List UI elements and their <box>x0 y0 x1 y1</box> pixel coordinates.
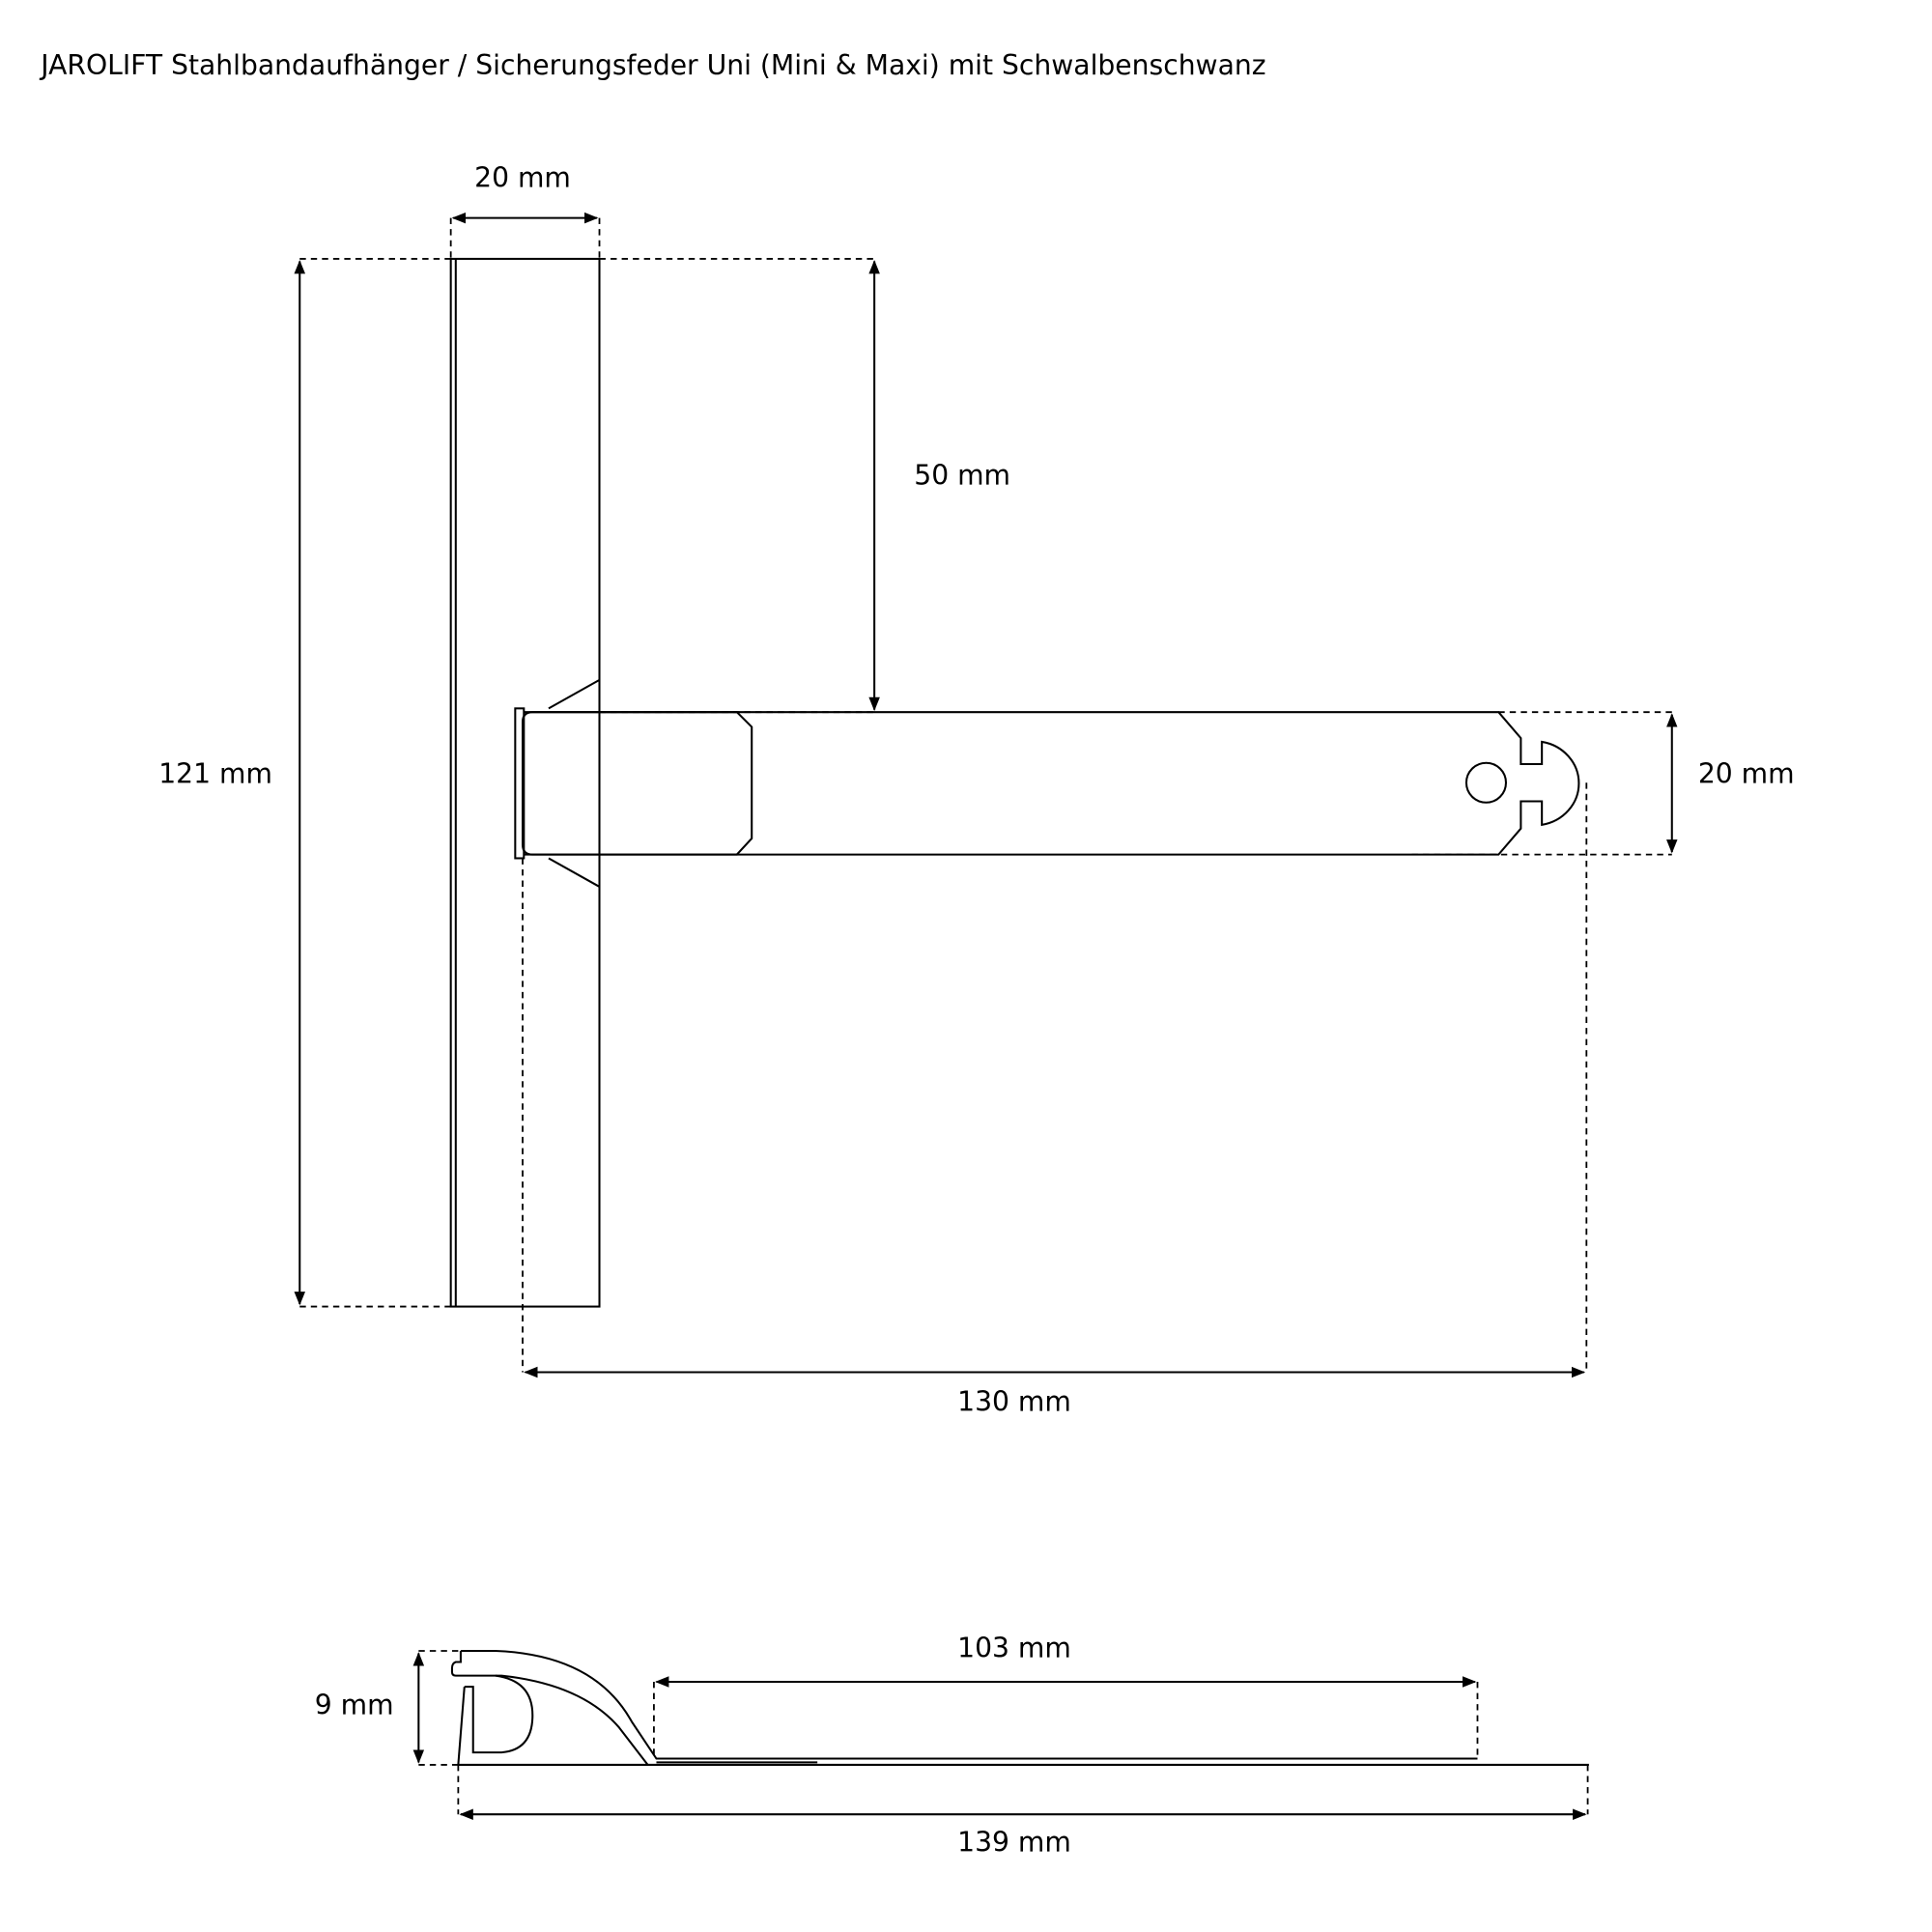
side-view: 9 mm 103 mm 139 mm <box>315 1632 1589 1859</box>
dim-top-width-extension <box>449 217 601 259</box>
dim-offset-label: 50 mm <box>914 459 1010 491</box>
profile-d-shape <box>464 1674 534 1754</box>
strap-hole <box>1464 761 1507 804</box>
dim-total-length-label: 139 mm <box>957 1827 1071 1859</box>
dim-top-width-label: 20 mm <box>474 162 571 194</box>
profile-back-edge <box>457 1687 466 1766</box>
dim-strap-length-label: 130 mm <box>957 1385 1071 1417</box>
dim-strap-width-extension <box>1411 711 1672 856</box>
dim-strap-width-label: 20 mm <box>1698 757 1795 789</box>
dim-total-height-extension <box>299 258 451 1308</box>
strap-cap <box>514 707 526 860</box>
mounting-bar <box>449 257 601 1308</box>
dim-offset-extension <box>599 258 875 714</box>
dim-flat-length-extension <box>653 1682 1479 1756</box>
drawing-title: JAROLIFT Stahlbandaufhänger / Sicherungs… <box>39 49 1265 81</box>
profile-hook <box>450 1649 1478 1766</box>
wedges <box>548 678 601 888</box>
steel-strap <box>524 711 1580 856</box>
dim-total-height-label: 121 mm <box>158 757 272 789</box>
dim-total-length-extension <box>457 1764 1589 1815</box>
dim-strap-length-extension <box>522 782 1588 1373</box>
strap-pad <box>522 711 753 856</box>
dim-profile-height-extension <box>418 1650 461 1766</box>
dim-profile-height-label: 9 mm <box>315 1689 394 1720</box>
top-view: 20 mm 121 mm 50 mm 20 mm 130 mm <box>158 162 1794 1418</box>
dim-flat-length-label: 103 mm <box>957 1632 1071 1663</box>
